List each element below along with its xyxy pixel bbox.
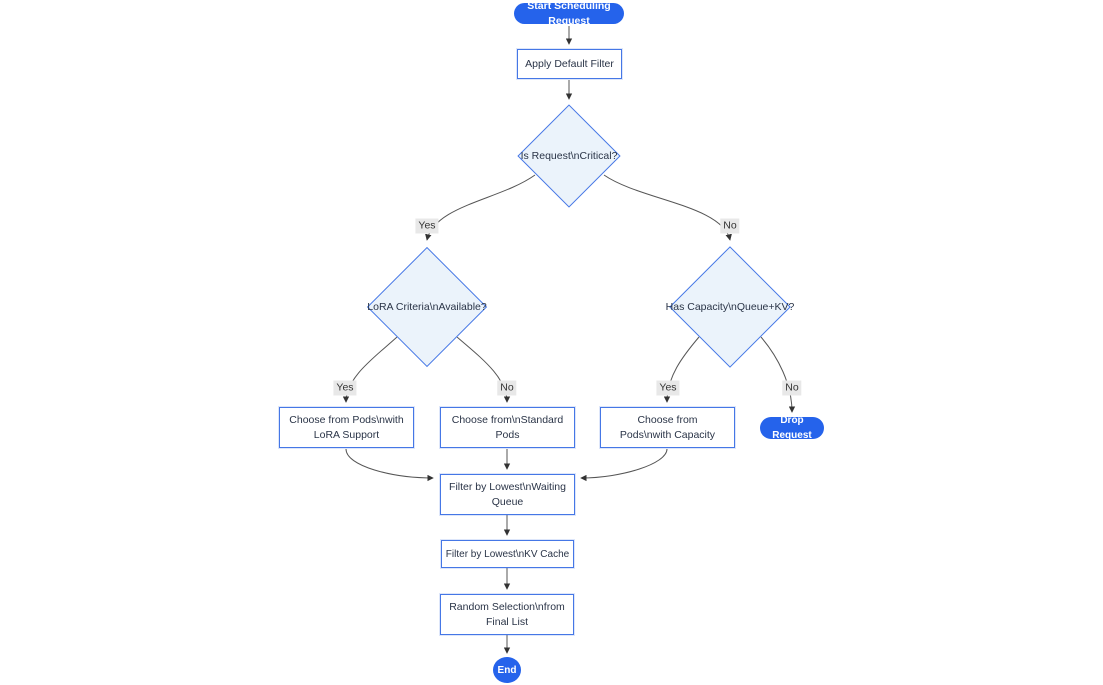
node-apply-default-filter: Apply Default Filter xyxy=(517,49,622,79)
node-choose-pods-capacity: Choose from Pods\nwith Capacity xyxy=(600,407,735,448)
edge-chooselora-to-filterqueue xyxy=(345,448,434,482)
edge-label-lora-yes: Yes xyxy=(333,380,357,396)
node-random-selection-final-list: Random Selection\nfrom Final List xyxy=(440,594,574,635)
edge-label-lora-no: No xyxy=(497,380,517,396)
diamond-label: Is Request\nCritical? xyxy=(520,150,618,162)
node-start: Start Scheduling Request xyxy=(514,0,624,27)
edge-label-capacity-yes: Yes xyxy=(656,380,680,396)
node-choose-pods-lora-support: Choose from Pods\nwith LoRA Support xyxy=(279,407,414,448)
node-end: End xyxy=(493,657,521,683)
node-is-request-critical: Is Request\nCritical? xyxy=(517,104,621,208)
diamond-label: Has Capacity\nQueue+KV? xyxy=(665,301,795,313)
node-filter-lowest-kv-cache: Filter by Lowest\nKV Cache xyxy=(441,540,574,568)
edge-critical-no xyxy=(603,174,732,241)
diamond-label: LoRA Criteria\nAvailable? xyxy=(367,301,487,313)
node-choose-standard-pods: Choose from\nStandard Pods xyxy=(440,407,575,448)
node-filter-lowest-waiting-queue: Filter by Lowest\nWaiting Queue xyxy=(440,474,575,515)
edge-label-critical-yes: Yes xyxy=(415,218,439,234)
node-has-capacity-queue-kv: Has Capacity\nQueue+KV? xyxy=(666,246,794,368)
node-drop-request: Drop Request xyxy=(760,415,824,441)
edge-label-capacity-no: No xyxy=(782,380,802,396)
edge-choosecapacity-to-filterqueue xyxy=(580,448,668,482)
node-lora-criteria-available: LoRA Criteria\nAvailable? xyxy=(366,246,488,368)
edge-label-critical-no: No xyxy=(720,218,740,234)
